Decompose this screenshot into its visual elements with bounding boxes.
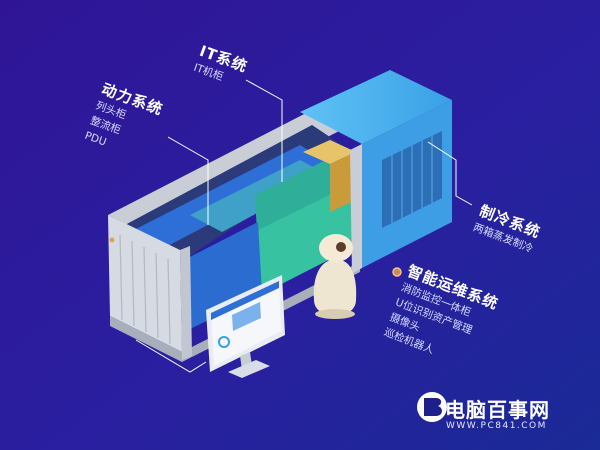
rack-green-front [258, 184, 352, 294]
watermark-logo [417, 392, 447, 422]
camera-small-icon [109, 237, 115, 243]
monitor-screen-header [211, 281, 279, 320]
container-front-blue [180, 222, 262, 332]
leader-lines [135, 79, 473, 373]
robot-camera [336, 242, 346, 252]
watermark-url: WWW.PC841.COM [446, 421, 547, 431]
inspection-robot [313, 234, 357, 319]
container-door-ribs [119, 234, 171, 345]
leader-monitor [135, 339, 207, 373]
container-front-pillar [180, 246, 192, 360]
robot-base [315, 309, 355, 319]
leader-it [245, 79, 283, 182]
cooling-vent-grille [391, 135, 433, 223]
monitor-base [228, 360, 270, 378]
monitor-screen-gauge [218, 336, 230, 348]
cooling-top [300, 70, 452, 144]
container-module [108, 110, 362, 362]
leader-power [167, 136, 209, 225]
container-right-frame [350, 144, 362, 274]
ops-bullet-icon [392, 267, 402, 277]
rack-yellow-side [330, 152, 356, 212]
cooling-unit [300, 70, 452, 268]
robot-body [313, 259, 357, 316]
monitor-screen-panel [232, 302, 261, 331]
monitor [206, 275, 285, 378]
rack-yellow-top [303, 140, 356, 164]
watermark-brand: 电脑百事网 [445, 398, 550, 422]
robot-head [319, 234, 353, 262]
leader-cooling [427, 141, 473, 206]
